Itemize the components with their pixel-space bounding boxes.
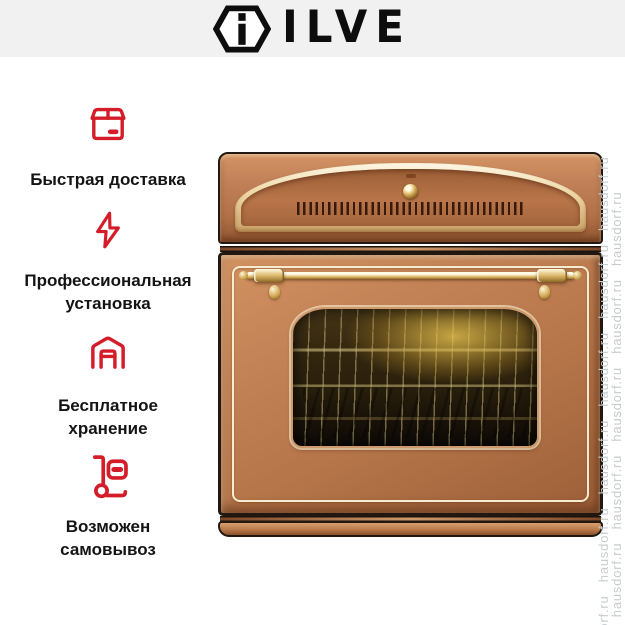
- warehouse-icon: [85, 330, 131, 376]
- lightning-icon: [87, 209, 129, 251]
- brand-wordmark: ILVE: [282, 0, 412, 53]
- ilve-hexagon-icon: [212, 4, 272, 53]
- feature-label: Бесплатное: [58, 396, 158, 415]
- product-image-oven: [218, 152, 603, 538]
- feature-label-line2: хранение: [68, 419, 148, 438]
- feature-self-pickup: Возможен самовывоз: [8, 450, 208, 561]
- handle-mount-right: [537, 268, 567, 282]
- handle-drop-right: [539, 285, 550, 299]
- oven-door-window: [291, 307, 539, 448]
- oven-panel-gap: [220, 246, 601, 252]
- feature-label: Быстрая доставка: [30, 170, 186, 189]
- oven-door-gap: [220, 516, 601, 522]
- oven-door-handle: [246, 272, 575, 279]
- oven-base-strip: [218, 521, 603, 537]
- package-icon: [84, 100, 132, 148]
- oven-top-panel: [218, 152, 603, 244]
- feature-label: Возможен: [65, 517, 151, 536]
- watermark-hausdorf: hausdorf.ru hausdorf.ru hausdorf.ru haus…: [609, 191, 624, 625]
- feature-label-line2: самовывоз: [60, 540, 156, 559]
- feature-fast-delivery: Быстрая доставка: [8, 100, 208, 191]
- feature-free-storage: Бесплатное хранение: [8, 330, 208, 440]
- oven-rack-shadow: [302, 388, 528, 438]
- oven-brass-knob: [403, 184, 418, 199]
- feature-label: Профессиональная: [24, 271, 192, 290]
- handle-finial-left: [239, 271, 248, 280]
- feature-professional-installation: Профессиональная установка: [8, 209, 208, 315]
- handle-drop-left: [269, 285, 280, 299]
- feature-label-line2: установка: [65, 294, 151, 313]
- handle-mount-left: [254, 268, 284, 282]
- oven-door-trim: [232, 266, 589, 502]
- brand-header: ILVE: [0, 0, 625, 57]
- handle-finial-right: [573, 271, 582, 280]
- oven-door: [218, 252, 603, 516]
- hand-truck-icon: [82, 450, 134, 502]
- oven-vent-slots: [297, 202, 524, 215]
- oven-knob-notch: [405, 174, 416, 178]
